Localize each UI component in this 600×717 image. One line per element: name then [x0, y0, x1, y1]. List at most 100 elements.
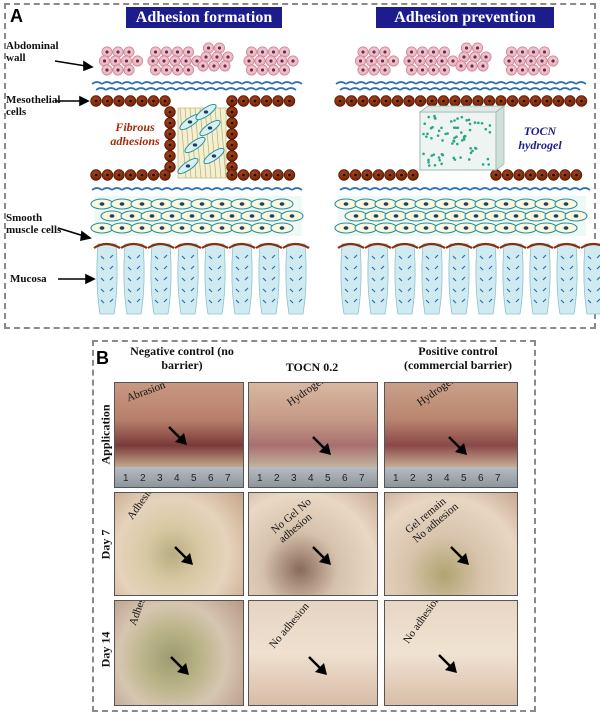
villus: [340, 243, 362, 315]
villus-cap: [580, 242, 600, 249]
cell-nucleus: [253, 99, 257, 103]
cell-nucleus: [470, 64, 474, 68]
cell-nucleus: [476, 99, 480, 103]
cell-nucleus: [184, 59, 188, 63]
cell-nucleus: [423, 226, 429, 230]
ruler-number: 3: [291, 473, 297, 484]
cell-nucleus: [163, 173, 167, 177]
cell-nucleus: [162, 59, 166, 63]
ruler: [115, 467, 243, 487]
cell-nucleus: [249, 214, 255, 218]
cell-nucleus: [282, 68, 287, 72]
scale-mark: [101, 187, 113, 191]
villus-cell: [127, 299, 132, 304]
villus-cell: [217, 265, 222, 270]
hydrogel-fiber: [467, 158, 471, 161]
annotation-arrow: [448, 436, 467, 455]
photo-day-14-negative-control: Adhesion: [114, 600, 244, 706]
ruler-number: 7: [225, 473, 231, 484]
cell-nucleus: [217, 46, 222, 50]
villus: [285, 243, 307, 315]
cell-nucleus: [116, 50, 120, 54]
cell-nucleus: [391, 59, 396, 63]
villus-cell: [560, 266, 565, 271]
cell-nucleus: [260, 50, 265, 54]
cell-nucleus: [358, 59, 363, 63]
cell-nucleus: [249, 68, 254, 72]
cell-nucleus: [159, 226, 165, 230]
cell-nucleus: [127, 50, 131, 54]
cell-nucleus: [523, 226, 529, 230]
hydrogel-fiber: [486, 157, 490, 161]
cell-nucleus: [400, 173, 403, 177]
scale-mark: [569, 87, 581, 91]
cell-nucleus: [483, 226, 489, 230]
arrow-head: [319, 443, 331, 455]
hydrogel-fiber: [459, 131, 463, 134]
cell-nucleus: [354, 173, 357, 177]
villus-cell: [398, 299, 403, 304]
villus-cell: [560, 255, 565, 260]
mesothelial-layer-right: [334, 95, 588, 181]
villus-cell: [289, 277, 294, 282]
villus-cell: [398, 288, 403, 293]
villus-cell: [488, 287, 493, 292]
hydrogel-fiber: [430, 154, 434, 157]
cell-nucleus: [106, 99, 109, 103]
villus-cell: [353, 276, 358, 281]
scale-mark: [539, 187, 551, 191]
cell-nucleus: [563, 226, 569, 230]
scale-mark: [171, 81, 183, 85]
villus-cap: [255, 242, 283, 249]
villus-cell: [154, 288, 159, 293]
villus-cap: [445, 242, 473, 249]
cell-nucleus: [551, 59, 555, 63]
cell-nucleus: [523, 202, 529, 206]
cell-nucleus: [259, 226, 265, 230]
scale-mark: [91, 81, 103, 85]
villus-cell: [136, 276, 141, 281]
hydrogel-fiber: [425, 135, 428, 138]
villus-cell: [109, 276, 114, 281]
villus-cell: [136, 265, 141, 270]
photo-annotation: No Gel No adhesion: [269, 495, 315, 546]
hydrogel-fiber: [487, 163, 491, 166]
villus-cell: [100, 266, 105, 271]
hydrogel-top: [418, 105, 506, 113]
cell-nucleus: [481, 64, 485, 68]
villus-cell: [163, 265, 168, 270]
villus-cell: [371, 255, 376, 260]
scale-mark: [355, 81, 367, 85]
villus-cell: [380, 287, 385, 292]
row-header-application: Application: [98, 404, 113, 465]
cell-nucleus: [279, 226, 285, 230]
cell-nucleus: [212, 64, 216, 68]
cell-nucleus: [140, 99, 144, 103]
villus-cell: [434, 254, 439, 259]
cell-nucleus: [403, 226, 409, 230]
hydrogel-fiber: [427, 164, 431, 167]
ruler-number: 3: [427, 473, 433, 484]
cell-nucleus: [431, 68, 436, 72]
photo-day-7-negative-control: Adhesion: [114, 492, 244, 596]
villus-cell: [181, 266, 186, 271]
villus-cap: [364, 242, 392, 249]
villus-cell: [127, 277, 132, 282]
cell-nucleus: [289, 214, 295, 218]
arrow-head: [315, 663, 327, 675]
hydrogel-fiber: [459, 156, 462, 159]
cell-nucleus: [140, 173, 144, 177]
scale-mark: [455, 81, 467, 85]
scale-mark: [429, 87, 441, 91]
cell-nucleus: [119, 226, 125, 230]
villus-cell: [425, 255, 430, 260]
scale-mark: [221, 187, 233, 191]
cell-nucleus: [260, 68, 265, 72]
scale-mark: [261, 81, 273, 85]
photo-annotation: Hydrogel: [415, 382, 456, 409]
cell-nucleus: [105, 50, 109, 54]
scale-mark: [559, 87, 571, 91]
scale-mark: [335, 81, 347, 85]
scale-mark: [105, 87, 117, 91]
scale-mark: [241, 81, 253, 85]
